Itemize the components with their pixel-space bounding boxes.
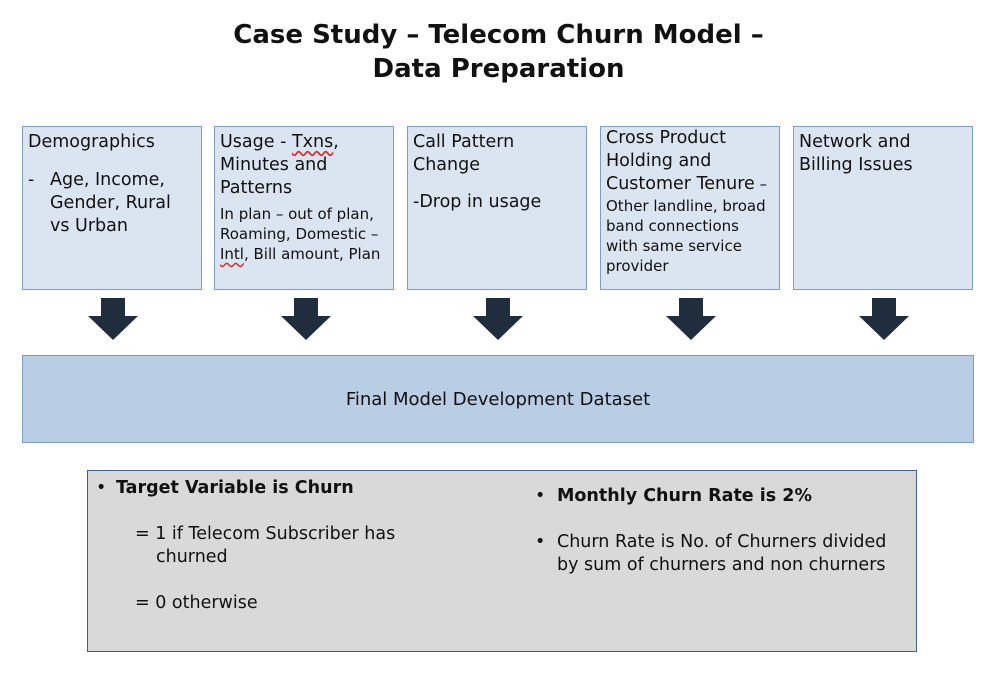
churn-eq-1-cont: churned — [156, 547, 228, 567]
bullet: • — [535, 532, 546, 552]
final-dataset-box: Final Model Development Dataset — [22, 355, 974, 443]
call-pattern-detail: -Drop in usage — [413, 192, 542, 212]
churn-eq-0: = 0 otherwise — [135, 593, 258, 613]
title-line-2: Data Preparation — [372, 54, 625, 84]
network-heading: Network and Billing Issues — [799, 132, 913, 175]
down-arrow-icon — [473, 298, 523, 340]
down-arrow-icon — [281, 298, 331, 340]
demographics-detail: - Age, Income, Gender, Rural vs Urban — [28, 169, 196, 238]
network-box: Network and Billing Issues — [793, 126, 973, 290]
title-line-1: Case Study – Telecom Churn Model – — [233, 20, 764, 50]
usage-heading-txns: Txns — [291, 132, 334, 152]
demographics-heading: Demographics — [28, 132, 155, 152]
title: Case Study – Telecom Churn Model – Data … — [0, 18, 997, 86]
usage-box: Usage - Txns, Minutes and Patterns In pl… — [214, 126, 394, 290]
cross-product-heading: Cross Product Holding and Customer Tenur… — [606, 127, 774, 196]
target-variable-text: Target Variable is Churn — [116, 478, 354, 498]
cross-product-heading-text: Cross Product Holding and Customer Tenur… — [606, 128, 755, 194]
call-pattern-heading: Call Pattern Change — [413, 132, 515, 175]
demographics-detail-text: Age, Income, Gender, Rural vs Urban — [50, 170, 171, 236]
cross-product-heading-dash: – — [754, 175, 768, 193]
usage-heading-post: , Minutes and Patterns — [220, 132, 339, 198]
monthly-churn-rate: Monthly Churn Rate is 2% — [557, 486, 812, 506]
usage-detail: In plan – out of plan, Roaming, Domestic… — [220, 204, 388, 264]
usage-heading-pre: Usage - — [220, 132, 292, 152]
cross-product-box: Cross Product Holding and Customer Tenur… — [600, 126, 780, 290]
notes-box: • Target Variable is Churn = 1 if Teleco… — [87, 470, 917, 652]
demographics-dash: - — [28, 170, 35, 190]
usage-heading: Usage - Txns, Minutes and Patterns — [220, 131, 388, 200]
down-arrow-icon — [859, 298, 909, 340]
final-dataset-label: Final Model Development Dataset — [345, 388, 651, 410]
usage-detail-line2: , Bill amount, Plan — [243, 245, 381, 263]
bullet: • — [96, 478, 107, 498]
churn-rate-definition: Churn Rate is No. of Churners divided by… — [557, 532, 887, 575]
demographics-box: Demographics - Age, Income, Gender, Rura… — [22, 126, 202, 290]
churn-eq-1: = 1 if Telecom Subscriber has — [135, 524, 396, 544]
usage-detail-intl: Intl — [220, 245, 244, 263]
bullet: • — [535, 486, 546, 506]
down-arrow-icon — [88, 298, 138, 340]
down-arrow-icon — [666, 298, 716, 340]
call-pattern-box: Call Pattern Change -Drop in usage — [407, 126, 587, 290]
cross-product-detail: Other landline, broad band connections w… — [606, 197, 766, 275]
usage-detail-line1: In plan – out of plan, Roaming, Domestic… — [220, 205, 379, 243]
